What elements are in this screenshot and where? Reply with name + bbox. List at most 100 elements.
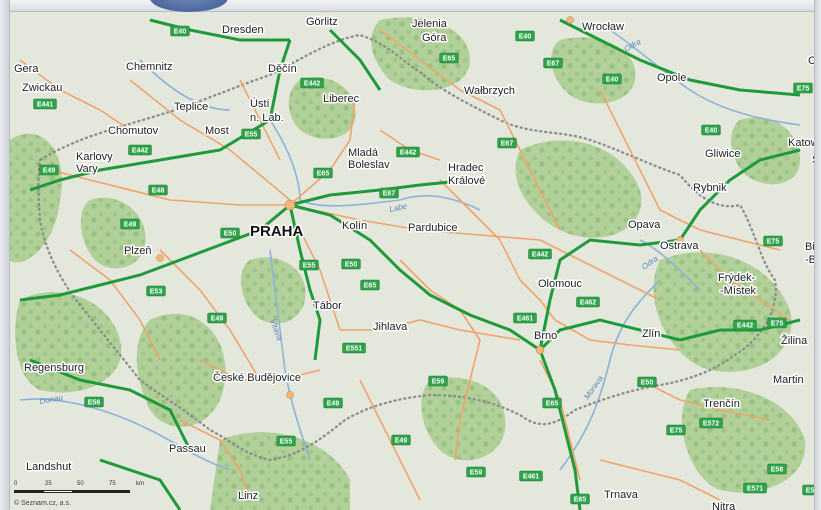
road-shield: E442	[733, 319, 757, 331]
road-shield-label: E462	[580, 300, 596, 307]
city-label: Boleslav	[348, 159, 390, 171]
road-shield: E40	[602, 73, 622, 85]
city-label: Wałbrzych	[464, 85, 515, 97]
city-label: Linz	[238, 490, 258, 502]
road-shield: E50	[341, 258, 361, 270]
scale-segment	[43, 490, 74, 493]
road-shield: E49	[391, 434, 411, 446]
city-dots	[156, 16, 684, 399]
road-shield-label: E75	[670, 428, 683, 435]
road-shield: E50	[220, 227, 240, 239]
city-label: Gliwice	[705, 148, 740, 160]
road-shield: E65	[360, 279, 380, 291]
city-label: Wrocław	[582, 21, 624, 33]
city-label: n. Lab.	[250, 112, 284, 124]
road-shield: E441	[33, 98, 57, 110]
road-shield-label: E49	[327, 401, 340, 408]
road-shield: E67	[379, 187, 399, 199]
road-shield: E49	[323, 397, 343, 409]
road-shield-label: E56	[88, 400, 101, 407]
city-label: Martin	[773, 374, 804, 386]
scale-bar: 0 25 50 75 km	[14, 479, 154, 509]
city-label: Plzeň	[124, 245, 152, 257]
road-shield-label: E67	[383, 191, 396, 198]
city-label: Karlovy	[76, 151, 113, 163]
road-shield: E50	[637, 376, 657, 388]
city-label: Kolín	[342, 220, 367, 232]
city-label: Pardubice	[408, 222, 458, 234]
road-shield: E53	[146, 285, 166, 297]
road-shield: E65	[439, 52, 459, 64]
road-shield-label: E442	[132, 148, 148, 155]
scale-segment	[72, 490, 101, 493]
road-shield-label: E65	[546, 401, 559, 408]
road-shield-label: E40	[519, 34, 532, 41]
road-shield-label: E49	[43, 168, 56, 175]
road-shield: E48	[148, 184, 168, 196]
city-label: Jihlava	[373, 321, 408, 333]
city-label: Nitra	[712, 501, 736, 510]
scale-segment	[14, 490, 43, 493]
scale-label: 75	[109, 481, 116, 487]
city-label: Olomouc	[538, 278, 583, 290]
road-shield: E65	[313, 167, 333, 179]
city-label: Brno	[534, 330, 557, 342]
road-shield: E75	[763, 235, 783, 247]
road-shield-label: E55	[303, 263, 316, 270]
road-shield: E442	[128, 144, 152, 156]
city-label: Frýdek-	[718, 272, 756, 284]
road-shield: E442	[528, 248, 552, 260]
road-shield: E65	[570, 493, 590, 505]
city-label: -Místek	[720, 285, 757, 297]
scale-label: 50	[77, 481, 84, 487]
city-label: Liberec	[323, 93, 360, 105]
road-shield: E65	[542, 397, 562, 409]
road-shield-label: E442	[737, 323, 753, 330]
road-shields: E40E40E65E67E40E75E441E442E55E442E67E40E…	[33, 25, 821, 505]
city-label: Trnava	[604, 489, 639, 501]
road-shield-label: E58	[806, 488, 819, 495]
road-shield: E75	[666, 424, 686, 436]
road-shield: E49	[39, 164, 59, 176]
city-label: Opava	[628, 219, 661, 231]
road-shield-label: E442	[400, 150, 416, 157]
road-shield: E58	[767, 463, 787, 475]
city-label: Tábor	[313, 300, 342, 312]
road-shield-label: E442	[532, 252, 548, 259]
road-shield-label: E65	[364, 283, 377, 290]
road-shield-label: E65	[443, 56, 456, 63]
decorative-blob	[150, 0, 228, 12]
road-shield: E49	[207, 312, 227, 324]
road-shield: E442	[396, 146, 420, 158]
city-label: Katow	[788, 137, 819, 149]
road-shield: E40	[515, 30, 535, 42]
road-shield: E59	[466, 466, 486, 478]
river-network	[19, 29, 801, 471]
road-shield-label: E50	[641, 380, 654, 387]
road-shield: E67	[497, 137, 517, 149]
road-shield: E442	[300, 77, 324, 89]
river-label: Donau	[39, 393, 64, 406]
road-shield: E572	[699, 417, 723, 429]
city-label: České Budějovice	[213, 371, 301, 384]
city-label: Chomutov	[108, 125, 159, 137]
city-label: Zwickau	[22, 82, 62, 94]
capital-label: PRAHA	[250, 223, 304, 240]
city-label: Vary	[76, 163, 98, 175]
road-shield-label: E48	[152, 188, 165, 195]
road-shield-label: E75	[771, 321, 784, 328]
road-shield-label: E65	[317, 171, 330, 178]
road-shield-label: E50	[224, 231, 237, 238]
city-label: Gera	[14, 63, 39, 75]
road-shield: E67	[543, 57, 563, 69]
road-shield: E56	[84, 396, 104, 408]
road-shield-label: E75	[767, 239, 780, 246]
road-shield: E75	[767, 317, 787, 329]
road-shield: E59	[428, 375, 448, 387]
road-shield: E461	[519, 470, 543, 482]
road-shield: E551	[342, 342, 366, 354]
city-label: Jelenia	[412, 18, 448, 30]
road-shield-label: E53	[150, 289, 163, 296]
